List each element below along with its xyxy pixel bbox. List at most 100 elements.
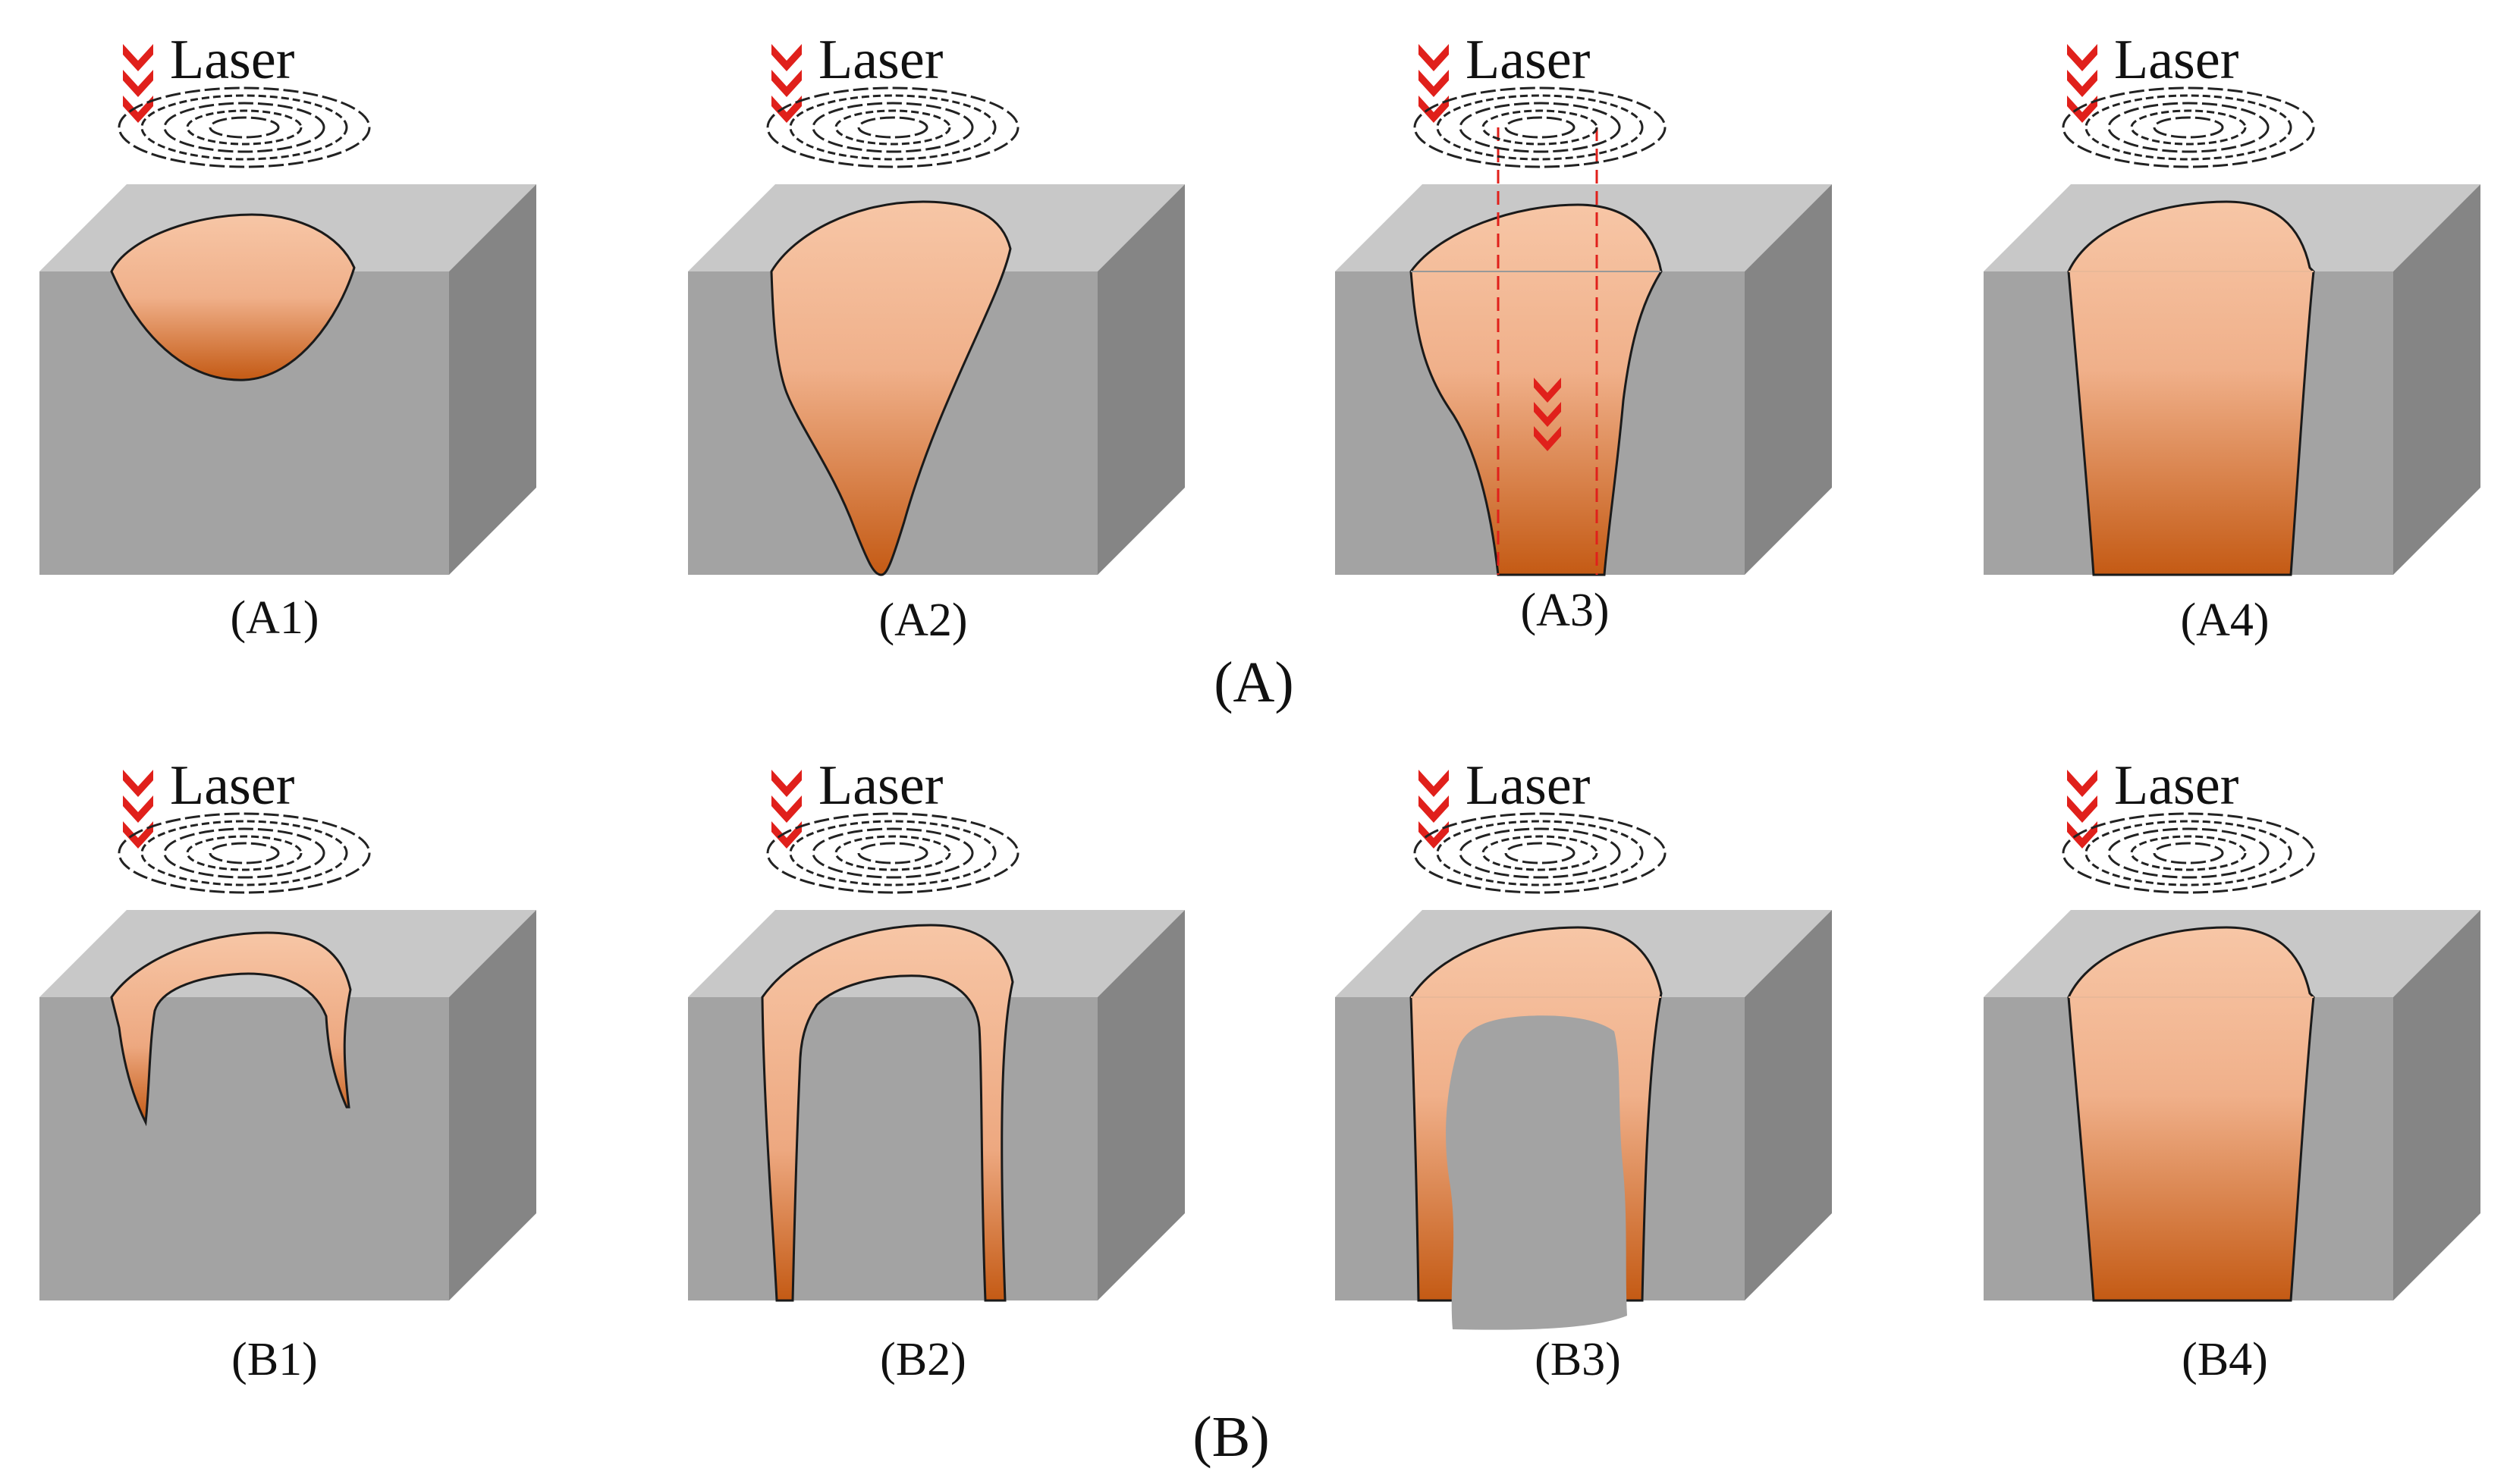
laser-arrow-icon (2067, 795, 2097, 823)
laser-arrow-icon (771, 821, 802, 849)
laser-ring-icon (1504, 842, 1576, 864)
laser-ring-icon (140, 94, 348, 161)
weld-panel-b2: Laser (688, 755, 1185, 1302)
laser-ring-icon (1459, 102, 1621, 153)
laser-ring-icon (789, 820, 997, 886)
downward-arrow-icon (1534, 426, 1561, 451)
laser-arrow-icon (1418, 795, 1449, 823)
laser-arrow-icon (123, 821, 153, 849)
laser-ring-icon (812, 827, 974, 879)
block-front-face (688, 997, 1098, 1300)
laser-ring-icon (2107, 102, 2270, 153)
block-side-face (449, 184, 536, 575)
laser-arrow-icon (1418, 70, 1449, 97)
laser-ring-icon (1459, 827, 1621, 879)
laser-label: Laser (1466, 29, 1590, 91)
block-side-face (1098, 184, 1185, 575)
panel-label-b1: (B1) (231, 1334, 318, 1385)
laser-ring-icon (1413, 86, 1667, 168)
laser-ring-icon (766, 812, 1019, 894)
laser-ring-icon (1436, 820, 1644, 886)
laser-ring-icon (186, 109, 303, 146)
melt-ring (761, 924, 1014, 1302)
laser-arrow-icon (2067, 96, 2097, 123)
laser-arrow-icon (2067, 770, 2097, 797)
weld-panel-b4: Laser (1984, 755, 2480, 1302)
melt-pool (2067, 200, 2315, 576)
laser-ring-icon (1481, 835, 1598, 871)
laser-arrow-icon (1418, 44, 1449, 71)
laser-ring-icon (2130, 109, 2247, 146)
laser-arrow-icon (1418, 96, 1449, 123)
laser-label: Laser (1466, 755, 1590, 817)
panel-label-b2: (B2) (880, 1334, 966, 1385)
laser-ring-icon (1481, 109, 1598, 146)
weld-panel-a2: Laser (688, 29, 1185, 576)
laser-arrow-icon (123, 70, 153, 97)
laser-ring-icon (209, 842, 280, 864)
laser-arrow-icon (1418, 770, 1449, 797)
laser-arrow-icon (771, 70, 802, 97)
laser-ring-icon (2062, 812, 2315, 894)
block-side-face (1745, 184, 1832, 575)
row-label-b: (B) (1192, 1405, 1269, 1469)
weld-panel-a1: Laser (39, 29, 536, 575)
residual-core (1446, 1015, 1627, 1330)
laser-label: Laser (170, 755, 294, 817)
laser-label: Laser (170, 29, 294, 91)
laser-arrow-icon (1418, 821, 1449, 849)
laser-label: Laser (818, 755, 943, 817)
laser-arrow-icon (123, 770, 153, 797)
laser-ring-icon (118, 86, 371, 168)
laser-ring-icon (812, 102, 974, 153)
block-front-face (39, 997, 449, 1300)
laser-arrow-icon (123, 795, 153, 823)
block-side-face (449, 910, 536, 1300)
weld-panel-b3: Laser (1335, 755, 1832, 1330)
weld-panel-a3: Laser (1335, 29, 1832, 576)
laser-arrow-icon (771, 795, 802, 823)
panel-label-a1: (A1) (230, 592, 319, 644)
melt-pool (2067, 926, 2315, 1302)
laser-arrow-icon (2067, 70, 2097, 97)
panel-label-a4: (A4) (2180, 595, 2269, 646)
melt-pool (110, 213, 356, 381)
weld-panel-b1: Laser (39, 755, 536, 1300)
laser-ring-icon (163, 827, 325, 879)
laser-ring-icon (140, 820, 348, 886)
melt-pool (770, 200, 1012, 576)
laser-ring-icon (2153, 842, 2224, 864)
panel-label-a2: (A2) (878, 595, 967, 646)
laser-ring-icon (209, 116, 280, 139)
laser-arrow-icon (771, 44, 802, 71)
laser-label: Laser (818, 29, 943, 91)
block-side-face (1745, 910, 1832, 1300)
laser-ring-icon (2153, 116, 2224, 139)
laser-label: Laser (2114, 29, 2238, 91)
panel-label-b4: (B4) (2182, 1334, 2268, 1385)
laser-ring-icon (857, 842, 928, 864)
laser-ring-icon (857, 116, 928, 139)
laser-ring-icon (2062, 86, 2315, 168)
laser-ring-icon (834, 835, 951, 871)
laser-ring-icon (834, 109, 951, 146)
laser-arrow-icon (771, 96, 802, 123)
laser-ring-icon (2084, 820, 2292, 886)
laser-arrow-icon (2067, 44, 2097, 71)
row-label-a: (A) (1214, 651, 1294, 714)
downward-arrow-icon (1534, 378, 1561, 403)
laser-ring-icon (2130, 835, 2247, 871)
laser-ring-icon (1504, 116, 1576, 139)
laser-ring-icon (163, 102, 325, 153)
panel-label-a3: (A3) (1520, 585, 1609, 636)
weld-panel-a4: Laser (1984, 29, 2480, 576)
laser-ring-icon (186, 835, 303, 871)
downward-arrow-icon (1534, 402, 1561, 427)
laser-arrow-icon (771, 770, 802, 797)
block-side-face (2393, 184, 2480, 575)
laser-ring-icon (789, 94, 997, 161)
panel-label-b3: (B3) (1535, 1334, 1621, 1385)
laser-ring-icon (766, 86, 1019, 168)
block-side-face (2393, 910, 2480, 1300)
